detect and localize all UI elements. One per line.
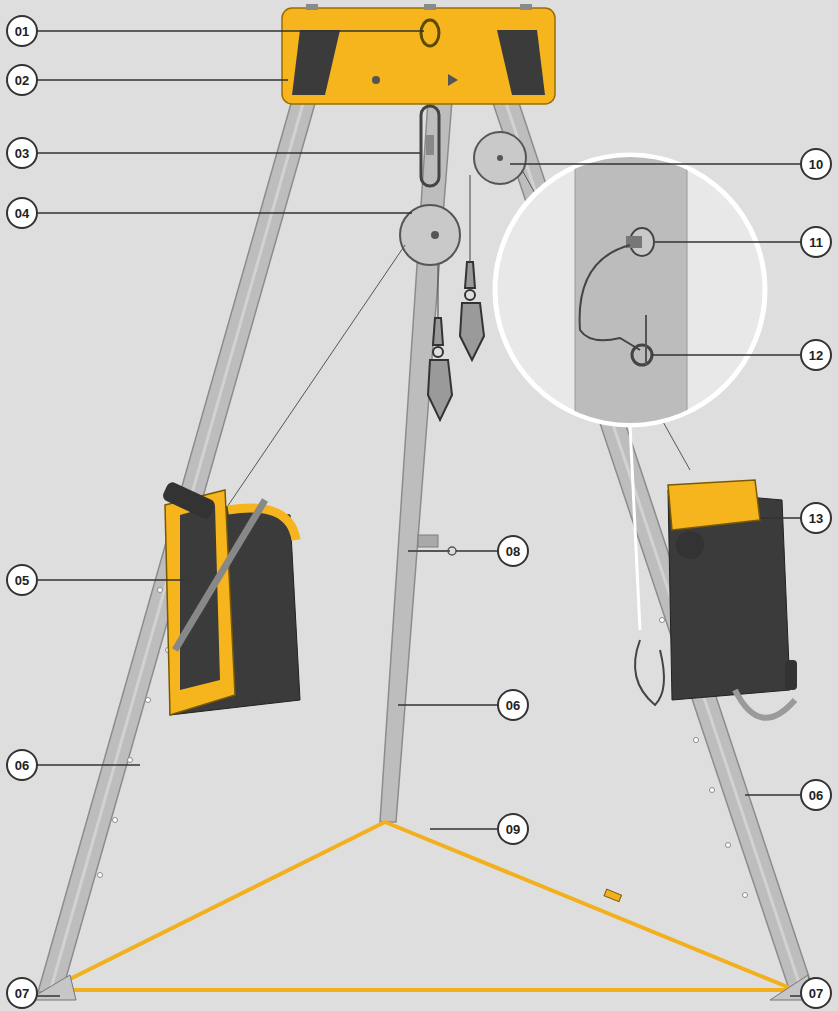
callout-number: 12	[800, 339, 832, 371]
callout-number: 10	[800, 148, 832, 180]
callout-number: 13	[800, 502, 832, 534]
callout-number: 11	[800, 226, 832, 258]
callout-number: 05	[6, 564, 38, 596]
callout-number: 01	[6, 15, 38, 47]
callout-number: 07	[800, 977, 832, 1009]
callout-number: 03	[6, 137, 38, 169]
callout-number: 06	[497, 689, 529, 721]
callout-number: 06	[800, 779, 832, 811]
callout-number: 02	[6, 64, 38, 96]
callout-number: 07	[6, 977, 38, 1009]
callout-number: 08	[497, 535, 529, 567]
callout-number: 09	[497, 813, 529, 845]
callout-number: 06	[6, 749, 38, 781]
callout-number: 04	[6, 197, 38, 229]
